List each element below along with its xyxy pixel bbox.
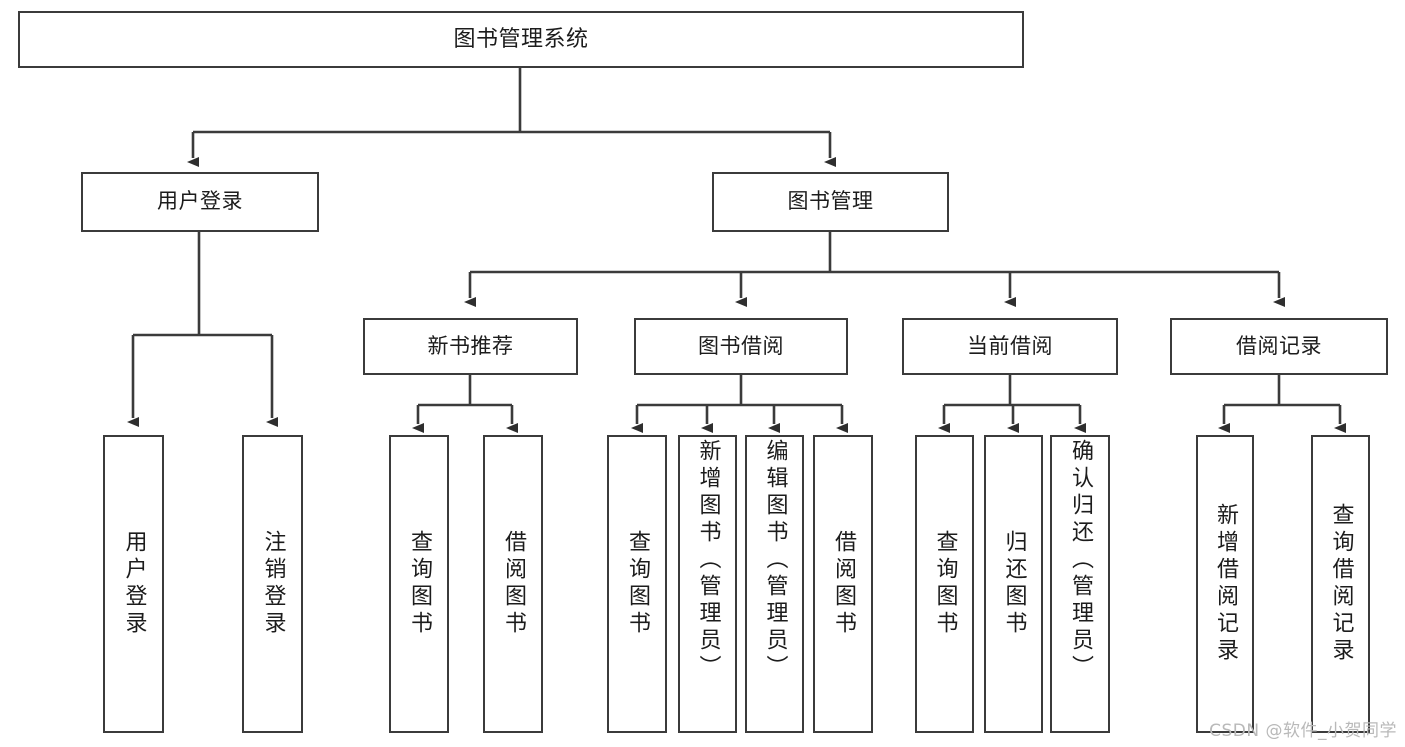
node-leaf-borrow-book-bb[interactable]: 借阅图书 (813, 435, 873, 733)
node-leaf-borrow-book-nb-label: 借阅图书 (501, 530, 526, 638)
node-leaf-return-book-label: 归还图书 (1001, 530, 1027, 638)
node-leaf-logout[interactable]: 注销登录 (242, 435, 303, 733)
node-borrow-records[interactable]: 借阅记录 (1170, 318, 1388, 375)
node-leaf-query-book-cb[interactable]: 查询图书 (915, 435, 974, 733)
node-leaf-edit-book-admin-label: 编辑图书（管理员） (762, 439, 788, 682)
node-book-borrow[interactable]: 图书借阅 (634, 318, 848, 375)
node-current-borrow[interactable]: 当前借阅 (902, 318, 1118, 375)
node-leaf-query-book-cb-label: 查询图书 (932, 530, 958, 638)
node-book-borrow-label: 图书借阅 (698, 333, 784, 358)
node-leaf-query-borrow-record[interactable]: 查询借阅记录 (1311, 435, 1370, 733)
node-leaf-user-login-label: 用户登录 (121, 530, 147, 638)
node-user-login[interactable]: 用户登录 (81, 172, 319, 232)
node-book-management-label: 图书管理 (787, 189, 874, 214)
node-root-system-label: 图书管理系统 (453, 26, 589, 52)
node-leaf-confirm-return-admin[interactable]: 确认归还（管理员） (1050, 435, 1110, 733)
node-user-login-label: 用户登录 (157, 189, 243, 214)
node-leaf-borrow-book-bb-label: 借阅图书 (831, 530, 856, 638)
node-current-borrow-label: 当前借阅 (967, 333, 1053, 358)
node-leaf-query-book-bb-label: 查询图书 (625, 530, 650, 638)
node-new-book-recommend[interactable]: 新书推荐 (363, 318, 578, 375)
node-book-management[interactable]: 图书管理 (712, 172, 949, 232)
node-leaf-borrow-book-nb[interactable]: 借阅图书 (483, 435, 543, 733)
node-leaf-query-book-bb[interactable]: 查询图书 (607, 435, 667, 733)
node-borrow-records-label: 借阅记录 (1236, 333, 1322, 358)
node-root-system[interactable]: 图书管理系统 (18, 11, 1024, 68)
csdn-watermark: CSDN @软件_小贺同学 (1209, 721, 1397, 741)
node-new-book-recommend-label: 新书推荐 (427, 333, 514, 358)
node-leaf-add-book-admin-label: 新增图书（管理员） (695, 439, 721, 682)
node-leaf-confirm-return-admin-label: 确认归还（管理员） (1068, 439, 1093, 682)
node-leaf-query-book-nb-label: 查询图书 (407, 530, 432, 638)
node-leaf-edit-book-admin[interactable]: 编辑图书（管理员） (745, 435, 804, 733)
node-leaf-add-book-admin[interactable]: 新增图书（管理员） (678, 435, 737, 733)
node-leaf-logout-label: 注销登录 (260, 530, 286, 638)
node-leaf-user-login[interactable]: 用户登录 (103, 435, 164, 733)
node-leaf-return-book[interactable]: 归还图书 (984, 435, 1043, 733)
node-leaf-add-borrow-record[interactable]: 新增借阅记录 (1196, 435, 1254, 733)
node-leaf-query-borrow-record-label: 查询借阅记录 (1328, 503, 1354, 665)
node-leaf-query-book-nb[interactable]: 查询图书 (389, 435, 449, 733)
node-leaf-add-borrow-record-label: 新增借阅记录 (1213, 503, 1238, 665)
